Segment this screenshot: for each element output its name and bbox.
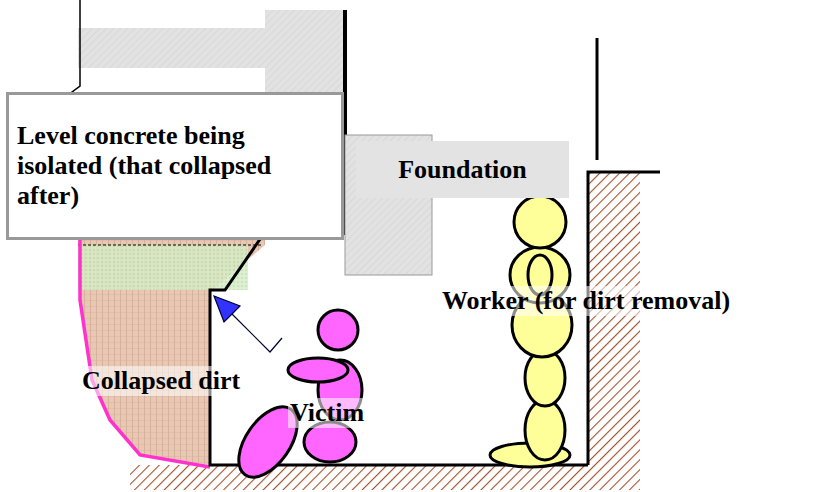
dashed-line: [78, 245, 262, 246]
foundation-label-box: Foundation: [356, 141, 569, 198]
worker-label: Worker (for dirt removal): [440, 286, 732, 316]
worker-figure: [490, 196, 572, 467]
beam: [78, 28, 268, 68]
callout-box: Level concrete being isolated (that coll…: [6, 92, 344, 240]
wall-outline: [588, 172, 660, 465]
level-concrete-band: [78, 245, 248, 290]
pink-outline: [80, 236, 210, 467]
victim-label: Victim: [288, 398, 366, 428]
wall-line: [596, 38, 599, 160]
box-text: Foundation: [364, 155, 561, 185]
soil-mass: [78, 235, 265, 465]
collapse-arrow: [214, 296, 282, 352]
box-text: Level concrete being isolated (that coll…: [17, 121, 333, 211]
collapsed-dirt-label: Collapsed dirt: [80, 366, 242, 396]
